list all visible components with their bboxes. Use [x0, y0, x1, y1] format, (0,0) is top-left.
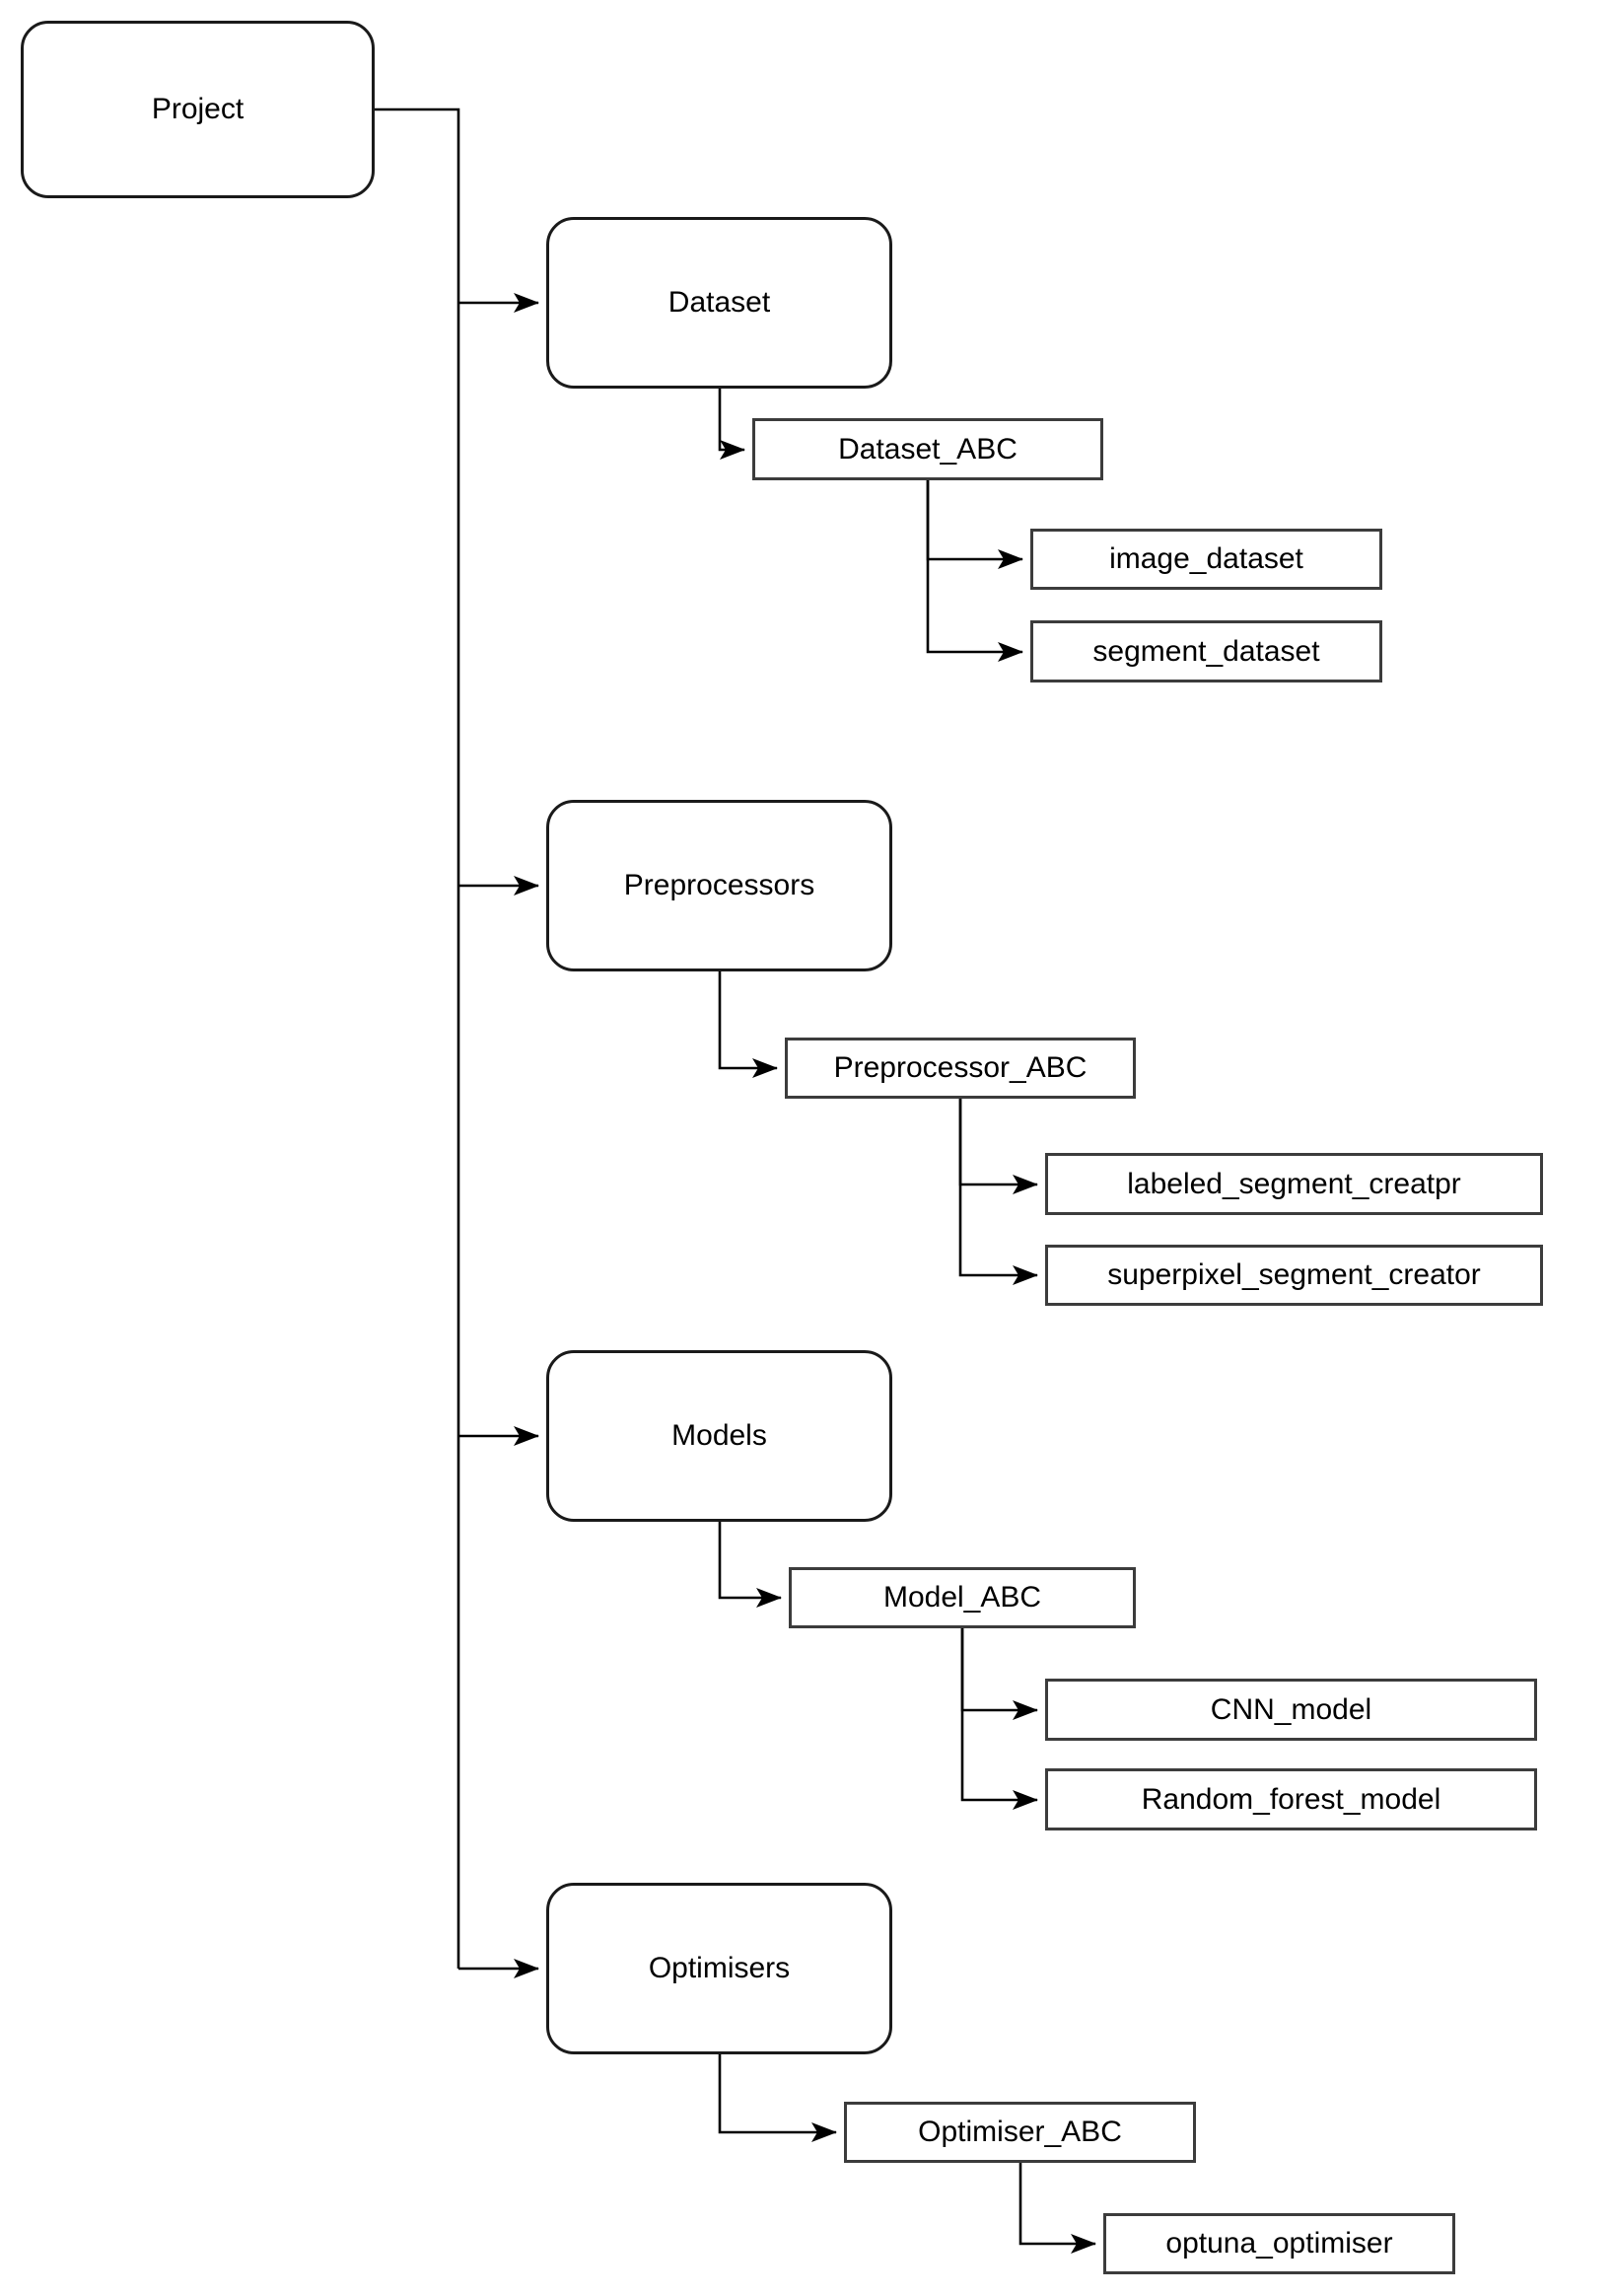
- node-optimisers[interactable]: Optimisers: [546, 1883, 892, 2054]
- node-model-abc[interactable]: Model_ABC: [789, 1567, 1136, 1628]
- connector-dataset-abc: [718, 389, 745, 460]
- node-dataset-abc[interactable]: Dataset_ABC: [752, 418, 1103, 480]
- node-random-forest-model-label: Random_forest_model: [1141, 1782, 1441, 1816]
- connector-datasetabc-image: [926, 480, 1023, 569]
- node-image-dataset-label: image_dataset: [1109, 542, 1303, 575]
- node-preprocessors-label: Preprocessors: [623, 869, 815, 901]
- node-dataset-label: Dataset: [667, 286, 771, 319]
- node-project-label: Project: [151, 93, 245, 125]
- connector-models-abc: [718, 1522, 782, 1608]
- node-optuna-optimiser[interactable]: optuna_optimiser: [1103, 2213, 1455, 2274]
- node-preprocessor-abc-label: Preprocessor_ABC: [833, 1051, 1088, 1084]
- connector-optimiserabc-optuna: [1018, 2163, 1096, 2254]
- node-segment-dataset[interactable]: segment_dataset: [1030, 620, 1382, 682]
- node-superpixel-segment-creator-label: superpixel_segment_creator: [1107, 1258, 1481, 1291]
- node-dataset[interactable]: Dataset: [546, 217, 892, 389]
- node-labeled-segment-creator[interactable]: labeled_segment_creatpr: [1045, 1153, 1543, 1215]
- connector-modelabc-cnn: [960, 1628, 1038, 1720]
- connector-preprocessorabc-labeled: [958, 1099, 1038, 1194]
- node-models-label: Models: [671, 1419, 767, 1452]
- node-optimiser-abc-label: Optimiser_ABC: [918, 2116, 1122, 2148]
- node-optimiser-abc[interactable]: Optimiser_ABC: [844, 2102, 1196, 2163]
- node-dataset-abc-label: Dataset_ABC: [838, 432, 1018, 466]
- node-models[interactable]: Models: [546, 1350, 892, 1522]
- node-segment-dataset-label: segment_dataset: [1092, 634, 1320, 668]
- connector-optimisers-abc: [718, 2054, 837, 2142]
- node-preprocessors[interactable]: Preprocessors: [546, 800, 892, 971]
- node-cnn-model[interactable]: CNN_model: [1045, 1679, 1537, 1741]
- node-labeled-segment-creator-label: labeled_segment_creatpr: [1127, 1167, 1461, 1200]
- connector-preprocessorabc-superpixel: [958, 1099, 1038, 1285]
- node-project[interactable]: Project: [21, 21, 375, 198]
- connector-project-trunk: [375, 108, 460, 1969]
- node-image-dataset[interactable]: image_dataset: [1030, 529, 1382, 590]
- node-model-abc-label: Model_ABC: [882, 1581, 1042, 1614]
- node-superpixel-segment-creator[interactable]: superpixel_segment_creator: [1045, 1245, 1543, 1306]
- node-preprocessor-abc[interactable]: Preprocessor_ABC: [785, 1038, 1136, 1099]
- node-random-forest-model[interactable]: Random_forest_model: [1045, 1768, 1537, 1830]
- node-optimisers-label: Optimisers: [648, 1952, 791, 1984]
- connector-datasetabc-segment: [926, 480, 1023, 662]
- connector-preprocessors-abc: [718, 971, 778, 1078]
- node-optuna-optimiser-label: optuna_optimiser: [1165, 2227, 1393, 2260]
- node-cnn-model-label: CNN_model: [1210, 1692, 1372, 1726]
- connector-modelabc-randomforest: [960, 1628, 1038, 1810]
